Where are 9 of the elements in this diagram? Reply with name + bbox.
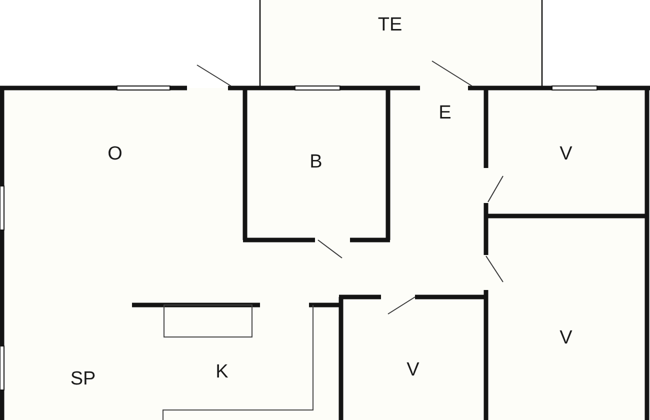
room-label: TE	[378, 16, 402, 34]
room-label: V	[560, 144, 572, 164]
room-label: SP	[70, 370, 96, 388]
room-label: E	[438, 104, 452, 122]
room-label: V	[406, 360, 420, 380]
room-label: B	[310, 152, 322, 172]
room-label: O	[108, 144, 122, 164]
room-label: V	[560, 328, 572, 348]
room-label: K	[216, 362, 228, 382]
